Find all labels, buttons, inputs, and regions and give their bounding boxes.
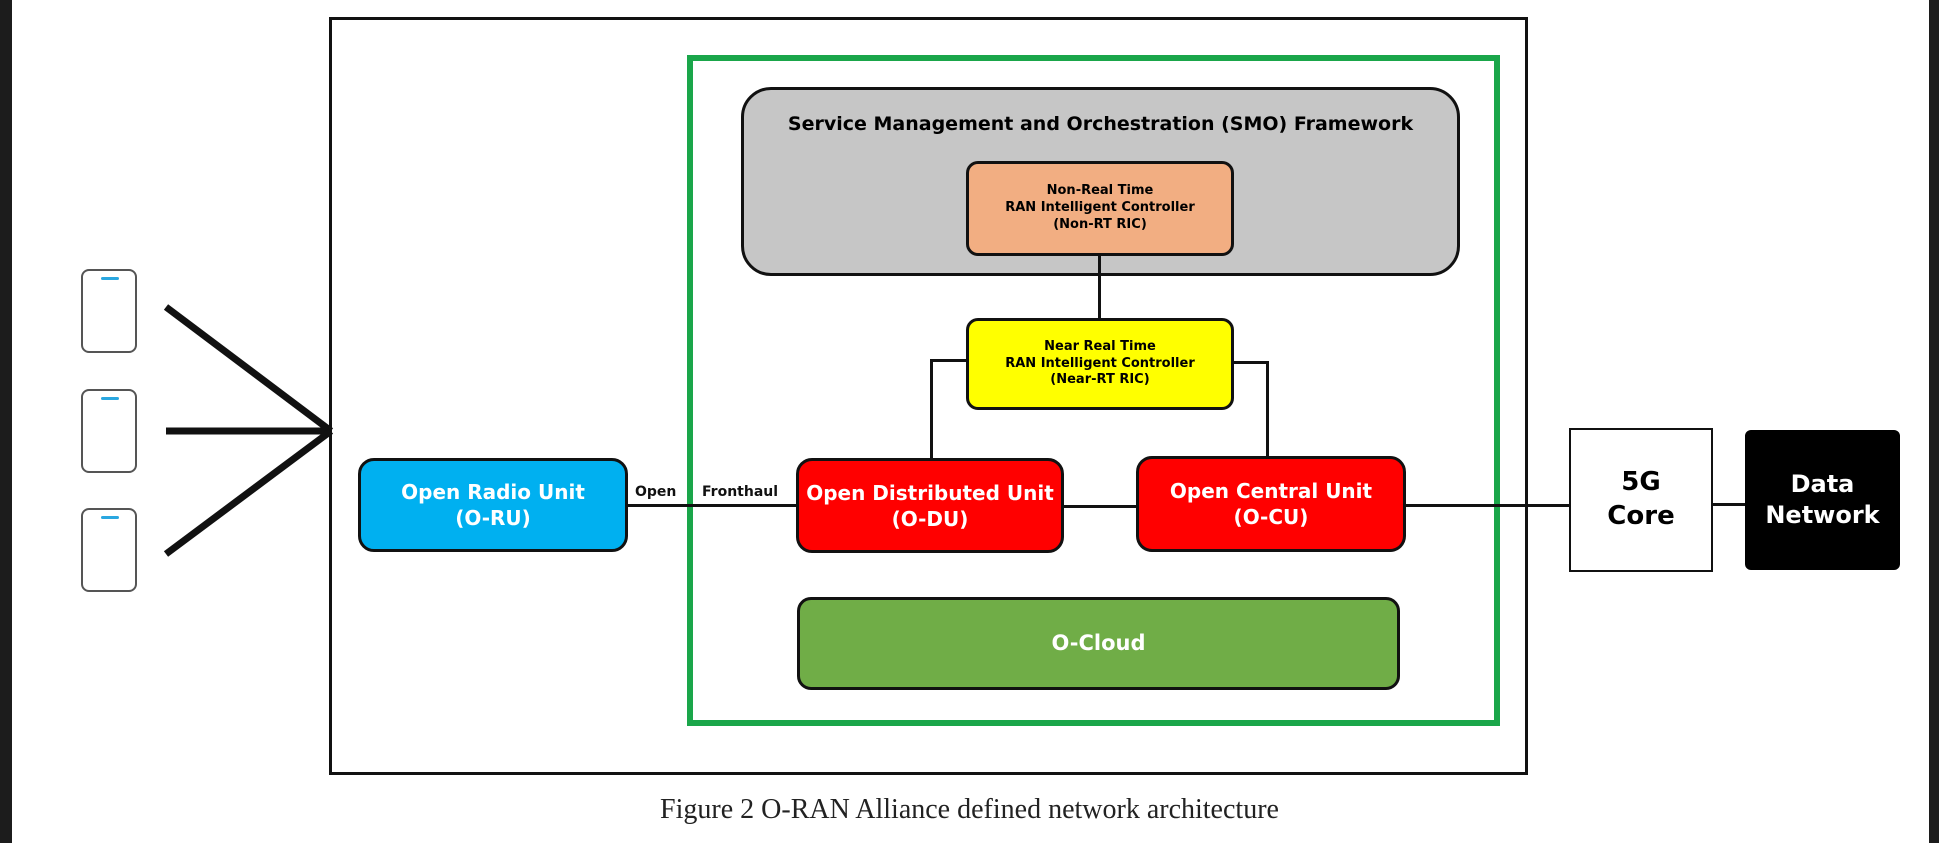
fronthaul-open-label: Open: [635, 484, 677, 500]
smo-title: Service Management and Orchestration (SM…: [787, 113, 1414, 135]
link-odu-ocu: [1064, 505, 1136, 508]
fronthaul-link: [628, 504, 796, 507]
radio-link-top: [163, 304, 334, 434]
link-nearrt-ocu-h: [1234, 361, 1269, 364]
phone-icon: [81, 389, 137, 473]
5g-core-label: 5G Core: [1607, 467, 1675, 531]
open-central-unit: Open Central Unit (O-CU): [1136, 456, 1406, 552]
open-central-unit-label: Open Central Unit (O-CU): [1169, 479, 1373, 529]
phone-icon: [81, 269, 137, 353]
link-core-datanetwork: [1713, 503, 1745, 506]
link-nearrt-odu-v: [930, 359, 933, 459]
radio-link-bottom: [163, 428, 334, 557]
link-nearrt-odu-h: [930, 359, 966, 362]
open-radio-unit: Open Radio Unit (O-RU): [358, 458, 628, 552]
ran-frame: [329, 17, 1528, 775]
phone-icon: [81, 508, 137, 592]
o-cloud-label: O-Cloud: [1051, 630, 1146, 655]
near-rt-ric: Near Real Time RAN Intelligent Controlle…: [966, 318, 1234, 410]
link-nonrt-nearrt: [1098, 256, 1101, 318]
link-nearrt-ocu-v: [1266, 361, 1269, 458]
near-rt-ric-label: Near Real Time RAN Intelligent Controlle…: [1005, 338, 1195, 388]
figure-caption: Figure 2 O-RAN Alliance defined network …: [660, 794, 1279, 825]
right-edge: [1929, 0, 1939, 843]
link-ocu-core: [1406, 504, 1569, 507]
fronthaul-label: Fronthaul: [702, 484, 779, 500]
open-distributed-unit-label: Open Distributed Unit (O-DU): [806, 480, 1054, 531]
open-radio-unit-label: Open Radio Unit (O-RU): [401, 480, 585, 530]
5g-core: 5G Core: [1569, 428, 1713, 572]
left-edge: [0, 0, 12, 843]
data-network: Data Network: [1745, 430, 1900, 570]
oran-boundary: [687, 55, 1500, 726]
data-network-label: Data Network: [1765, 469, 1880, 529]
non-rt-ric-label: Non-Real Time RAN Intelligent Controller…: [1005, 183, 1195, 232]
non-rt-ric: Non-Real Time RAN Intelligent Controller…: [966, 161, 1234, 256]
open-distributed-unit: Open Distributed Unit (O-DU): [796, 458, 1064, 553]
o-cloud: O-Cloud: [797, 597, 1400, 690]
